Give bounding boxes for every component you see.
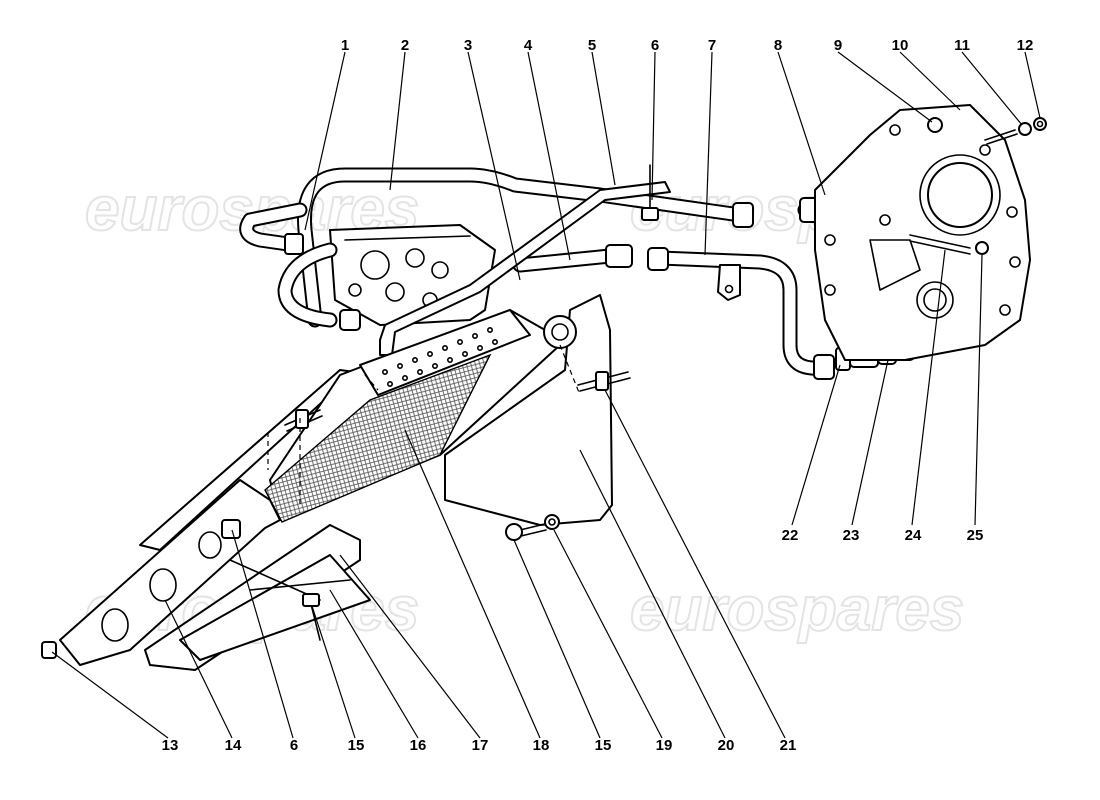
callout-3: 3 <box>464 37 472 54</box>
callout-18: 18 <box>533 737 550 754</box>
callout-9: 9 <box>834 37 842 54</box>
callout-25: 25 <box>967 527 984 544</box>
callout-22: 22 <box>782 527 799 544</box>
callout-16: 16 <box>410 737 427 754</box>
callout-10: 10 <box>892 37 909 54</box>
callout-19: 19 <box>656 737 673 754</box>
callout-5: 5 <box>588 37 596 54</box>
callout-15-right: 15 <box>595 737 612 754</box>
callouts-bottom: 13 14 6 15 16 17 18 15 19 20 21 <box>162 737 797 754</box>
watermark-bottom-right: eurospares <box>630 575 964 644</box>
callout-8: 8 <box>774 37 782 54</box>
callout-2: 2 <box>401 37 409 54</box>
callout-17: 17 <box>472 737 489 754</box>
callout-15-left: 15 <box>348 737 365 754</box>
callout-6-top: 6 <box>651 37 659 54</box>
callout-24: 24 <box>905 527 922 544</box>
callout-6-bottom: 6 <box>290 737 298 754</box>
callout-11: 11 <box>954 37 970 54</box>
callout-21: 21 <box>780 737 797 754</box>
callout-4: 4 <box>524 37 533 54</box>
radiator-assembly <box>41 294 631 671</box>
callout-12: 12 <box>1017 37 1034 54</box>
callout-7: 7 <box>708 37 716 54</box>
callout-23: 23 <box>843 527 860 544</box>
perforations <box>381 326 498 387</box>
callout-1: 1 <box>341 37 349 54</box>
callouts-right: 22 23 24 25 <box>782 527 984 544</box>
pump-cover <box>814 104 1031 361</box>
leader-lines <box>51 51 1041 739</box>
callout-20: 20 <box>718 737 735 754</box>
pump-studs <box>909 117 1047 255</box>
callout-14: 14 <box>225 737 242 754</box>
callouts-top: 1 2 3 4 5 6 7 8 9 10 11 12 <box>341 37 1034 54</box>
callout-13: 13 <box>162 737 179 754</box>
